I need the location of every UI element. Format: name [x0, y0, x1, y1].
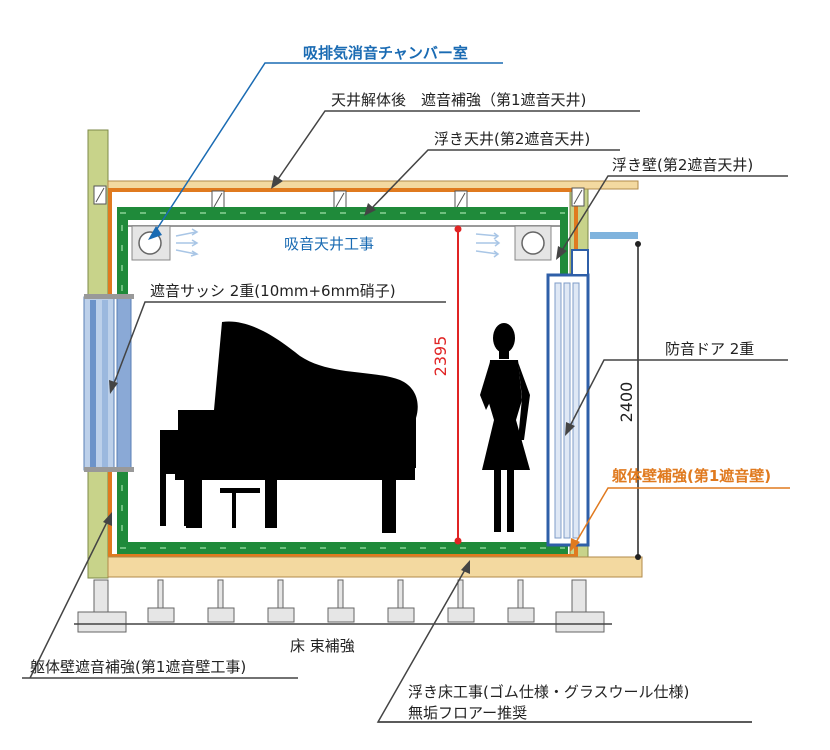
exhaust-duct — [590, 232, 638, 239]
label-floor-beam: 床 束補強 — [290, 637, 355, 655]
woman-silhouette-icon — [480, 323, 530, 532]
label-body-wall-reinforce: 躯体壁補強(第1遮音壁) — [611, 467, 771, 485]
label-chamber: 吸排気消音チャンバー室 — [303, 44, 468, 62]
floor-slab — [107, 556, 643, 578]
label-floating-floor-2: 無垢フロアー推奨 — [408, 704, 527, 722]
label-door: 防音ドア 2重 — [665, 340, 754, 358]
soundproof-door — [546, 249, 590, 547]
sound-sash-window — [83, 294, 134, 472]
dim-outer-height — [635, 241, 641, 560]
dim-inner-height-label: 2395 — [431, 336, 450, 377]
label-floating-wall: 浮き壁(第2遮音天井) — [612, 156, 753, 174]
leader-lines — [22, 62, 790, 723]
label-floating-ceiling: 浮き天井(第2遮音天井) — [434, 130, 590, 148]
vent-unit-icon — [131, 225, 552, 261]
label-body-wall-sound: 躯体壁遮音補強(第1遮音壁工事) — [30, 658, 246, 676]
dim-outer-height-label: 2400 — [617, 382, 636, 423]
label-absorb-ceiling: 吸音天井工事 — [284, 235, 374, 253]
label-floating-floor-1: 浮き床工事(ゴム仕様・グラスウール仕様) — [408, 683, 689, 701]
grand-piano-icon — [160, 321, 418, 533]
frame-texture — [120, 212, 565, 549]
floor-posts — [77, 579, 605, 633]
label-sash: 遮音サッシ 2重(10mm+6mm硝子) — [150, 282, 396, 300]
ceiling-hangers — [93, 185, 585, 210]
dim-inner-height — [454, 225, 462, 545]
label-ceiling-reinforce: 天井解体後 遮音補強（第1遮音天井) — [331, 91, 586, 109]
air-flow-icon — [175, 228, 501, 258]
